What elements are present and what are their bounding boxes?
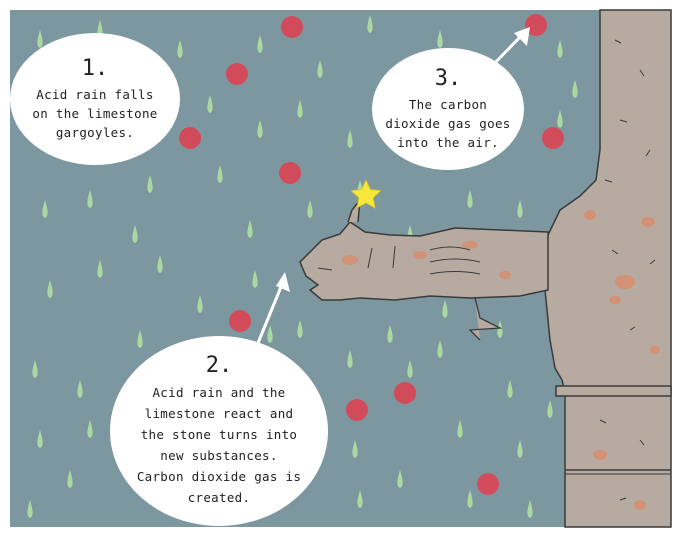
step-3-number: 3.	[435, 67, 462, 91]
acid-drop	[394, 382, 416, 404]
step-2-number: 2.	[206, 354, 233, 378]
acid-drop	[281, 16, 303, 38]
acid-drop	[279, 162, 301, 184]
acid-drop	[346, 399, 368, 421]
step-1-bubble: 1. Acid rain falls on the limestone garg…	[10, 33, 180, 165]
step-3-text: The carbon dioxide gas goes into the air…	[385, 95, 510, 152]
step-1-number: 1.	[82, 57, 109, 81]
acid-drop	[179, 127, 201, 149]
step-2-text: Acid rain and the limestone react and th…	[137, 382, 301, 508]
tower-band	[556, 386, 671, 396]
acid-drop	[226, 63, 248, 85]
acid-drop	[542, 127, 564, 149]
acid-drop	[477, 473, 499, 495]
acid-drop	[229, 310, 251, 332]
step-1-text: Acid rain falls on the limestone gargoyl…	[32, 85, 157, 142]
step-3-bubble: 3. The carbon dioxide gas goes into the …	[372, 48, 524, 170]
step-2-bubble: 2. Acid rain and the limestone react and…	[110, 336, 328, 526]
